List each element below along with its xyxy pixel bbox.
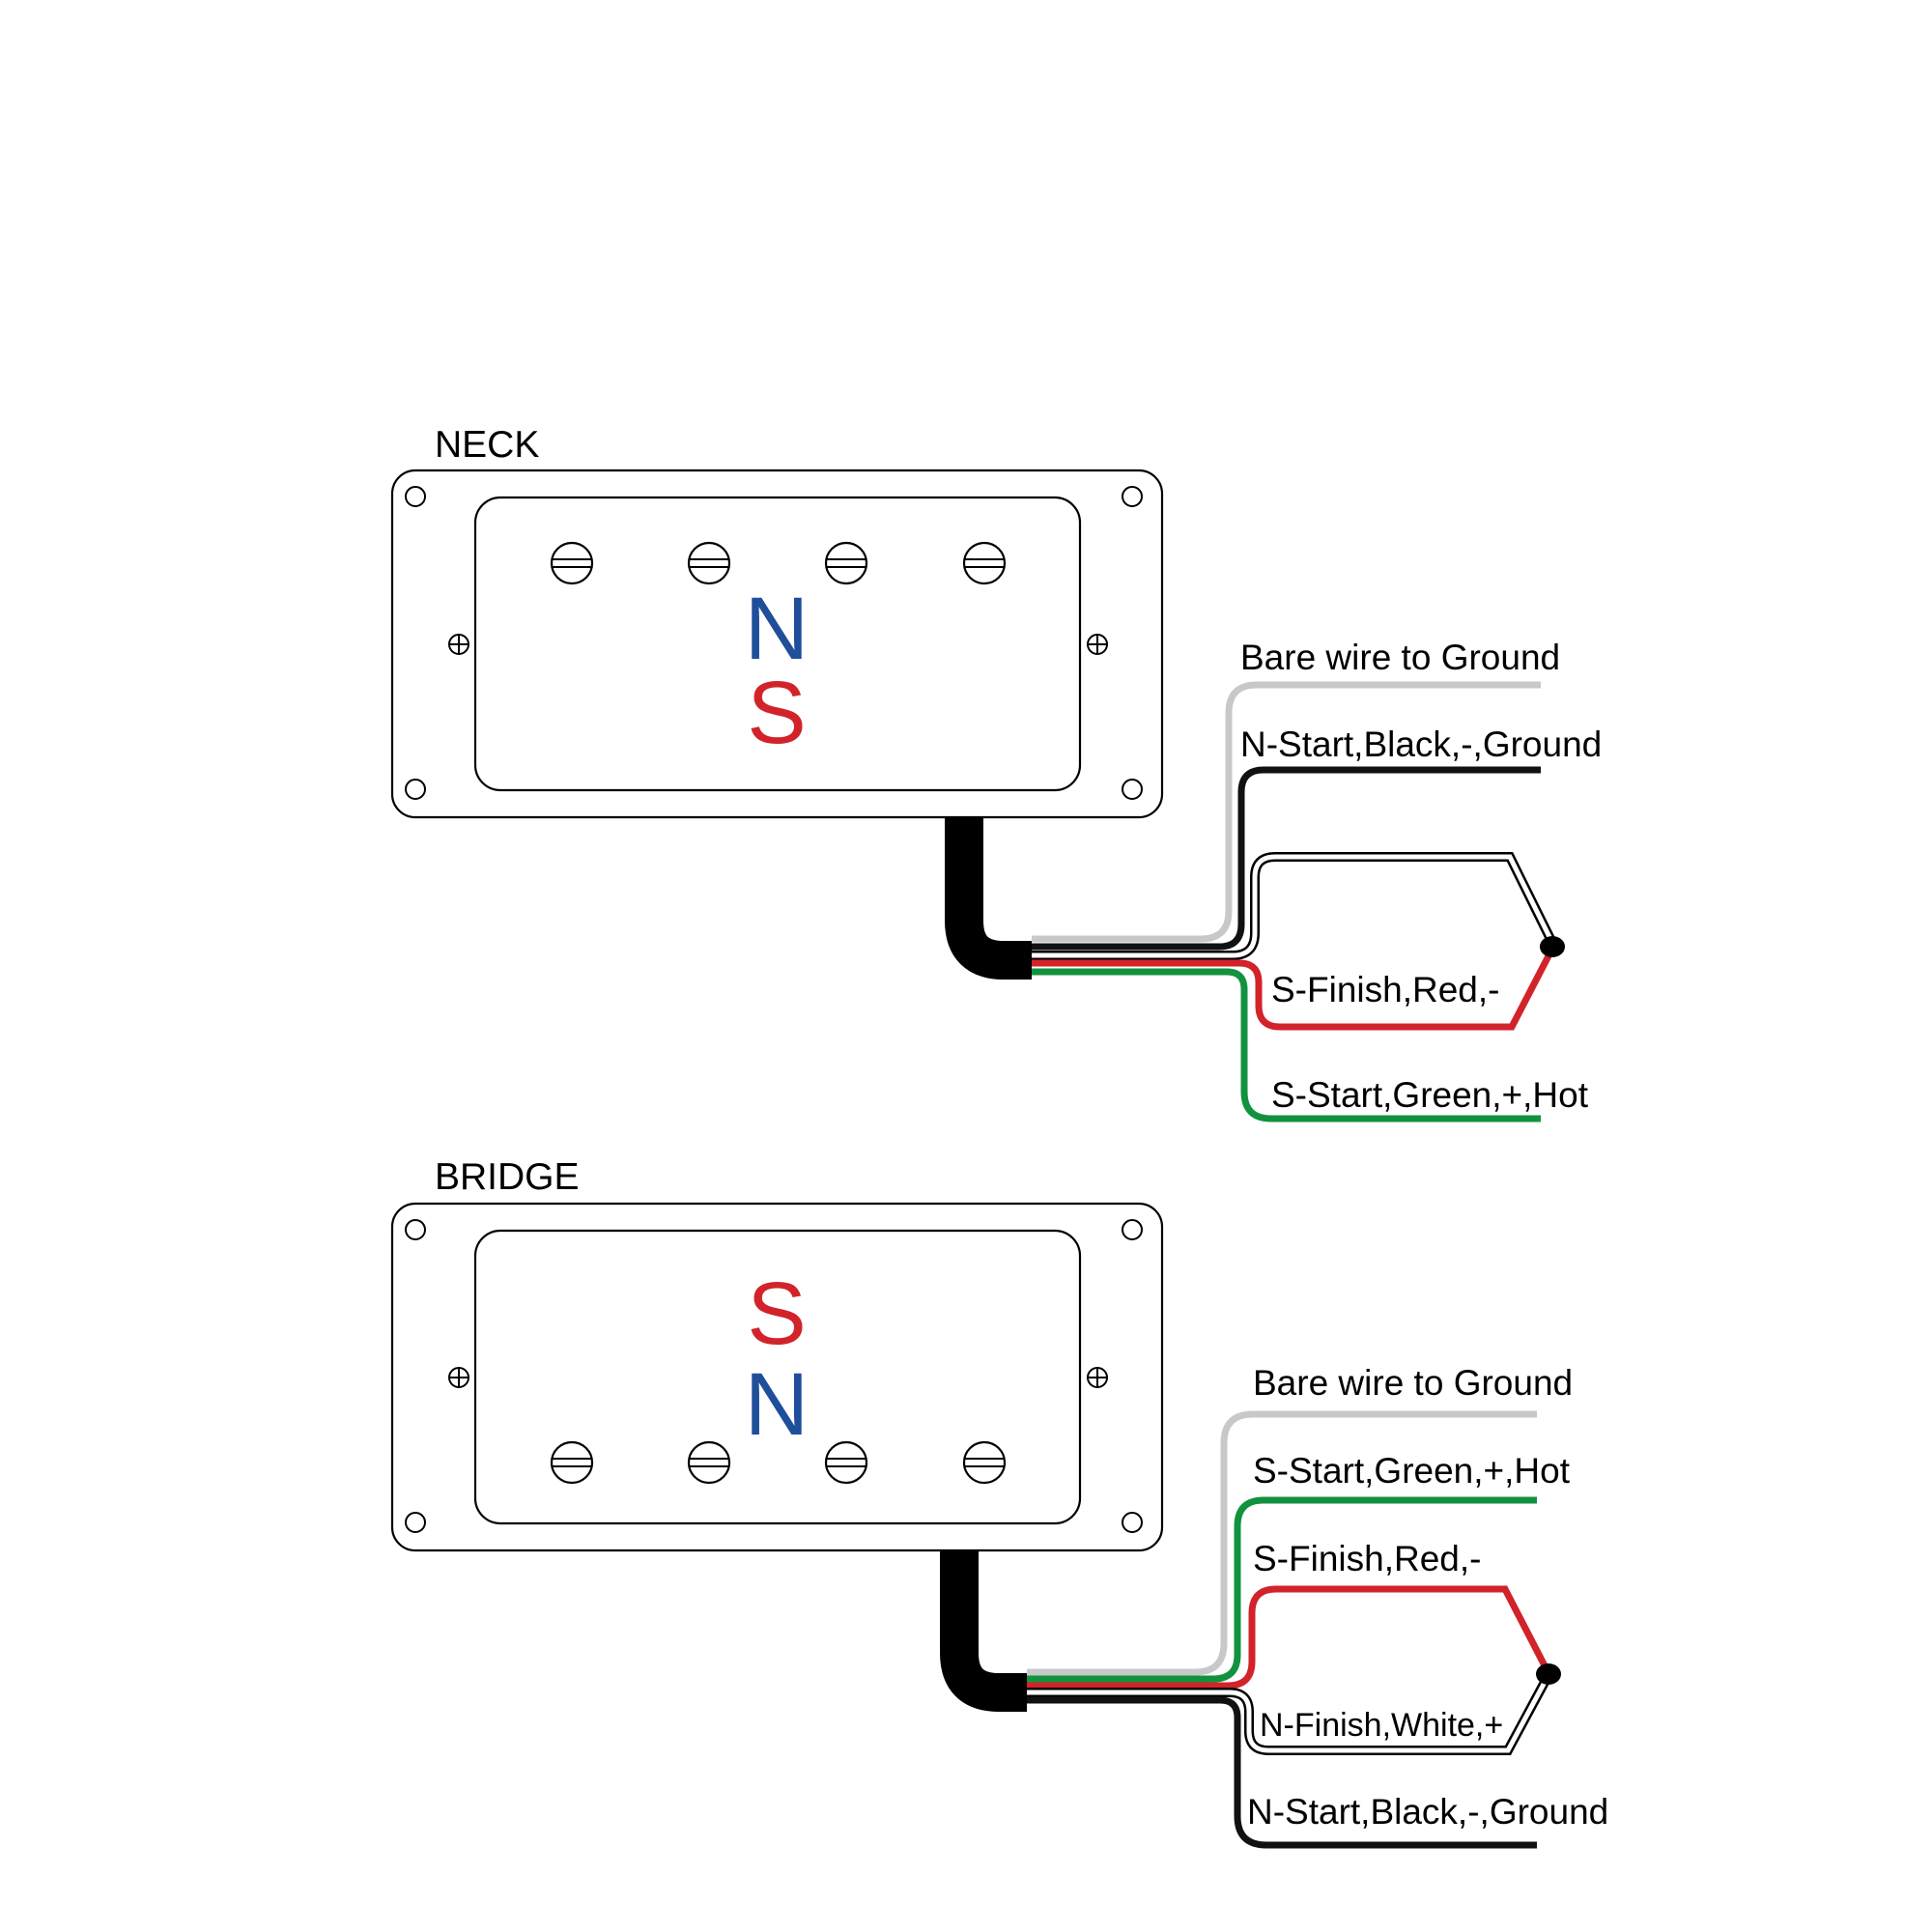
bridge-bare-wire-label: Bare wire to Ground bbox=[1253, 1363, 1573, 1403]
bridge-black-wire-label: N-Start,Black,-,Ground bbox=[1247, 1792, 1608, 1832]
neck-cable bbox=[945, 817, 1032, 980]
bridge-pole-screw-icon bbox=[962, 1440, 1007, 1485]
neck-black-wire-label: N-Start,Black,-,Ground bbox=[1240, 724, 1602, 764]
bridge-pole-screw-icon bbox=[550, 1440, 594, 1485]
bridge-green-wire bbox=[1027, 1496, 1537, 1683]
bridge-pole-screw-icon bbox=[687, 1440, 731, 1485]
bridge-red-wire bbox=[1027, 1585, 1553, 1690]
neck-south-pole-label: S bbox=[747, 664, 806, 762]
neck-red-wire-label: S-Finish,Red,- bbox=[1271, 970, 1499, 1009]
neck-north-pole-label: N bbox=[745, 580, 809, 678]
neck-white-wire bbox=[1032, 852, 1558, 960]
bridge-corner-hole-icon bbox=[1122, 1512, 1143, 1533]
neck-corner-hole-icon bbox=[1122, 779, 1143, 800]
bridge-cable bbox=[940, 1550, 1027, 1712]
neck-title: NECK bbox=[435, 424, 539, 466]
neck-pole-screw-icon bbox=[824, 541, 868, 585]
bridge-white-wire-label: N-Finish,White,+ bbox=[1260, 1707, 1503, 1744]
neck-pole-screw-icon bbox=[687, 541, 731, 585]
neck-green-wire-label: S-Start,Green,+,Hot bbox=[1271, 1075, 1589, 1115]
bridge-green-wire-label: S-Start,Green,+,Hot bbox=[1253, 1451, 1571, 1491]
bridge-white-wire bbox=[1027, 1672, 1553, 1755]
neck-height-screw-icon bbox=[448, 634, 469, 655]
bridge-black-wire bbox=[1027, 1696, 1537, 1849]
bridge-corner-hole-icon bbox=[1122, 1219, 1143, 1240]
neck-pickup-cover bbox=[473, 496, 1082, 792]
bridge-south-pole-label: S bbox=[747, 1264, 806, 1363]
bridge-pole-screw-icon bbox=[824, 1440, 868, 1485]
neck-corner-hole-icon bbox=[1122, 486, 1143, 507]
bridge-title: BRIDGE bbox=[435, 1156, 580, 1198]
neck-black-wire bbox=[1032, 766, 1541, 951]
neck-red-wire bbox=[1032, 945, 1557, 1031]
bridge-height-screw-icon bbox=[448, 1367, 469, 1388]
neck-bare-wire-label: Bare wire to Ground bbox=[1240, 638, 1560, 677]
neck-mounting-ring bbox=[390, 469, 1164, 819]
bridge-north-pole-label: N bbox=[745, 1355, 809, 1454]
neck-pole-screw-icon bbox=[550, 541, 594, 585]
neck-bare-wire bbox=[1032, 681, 1541, 943]
bridge-bare-wire bbox=[1027, 1410, 1537, 1676]
neck-solder-joint-icon bbox=[1540, 936, 1565, 957]
bridge-mounting-ring bbox=[390, 1202, 1164, 1552]
bridge-pickup-cover bbox=[473, 1229, 1082, 1525]
neck-green-wire bbox=[1032, 968, 1541, 1122]
bridge-pickup: BRIDGE bbox=[390, 1156, 1608, 1849]
bridge-solder-joint-icon bbox=[1536, 1663, 1561, 1685]
neck-height-screw-icon bbox=[1087, 634, 1108, 655]
neck-corner-hole-icon bbox=[405, 779, 426, 800]
bridge-corner-hole-icon bbox=[405, 1219, 426, 1240]
neck-corner-hole-icon bbox=[405, 486, 426, 507]
bridge-height-screw-icon bbox=[1087, 1367, 1108, 1388]
bridge-corner-hole-icon bbox=[405, 1512, 426, 1533]
neck-pickup: NECK bbox=[390, 424, 1602, 1122]
bridge-red-wire-label: S-Finish,Red,- bbox=[1253, 1539, 1481, 1578]
neck-pole-screw-icon bbox=[962, 541, 1007, 585]
